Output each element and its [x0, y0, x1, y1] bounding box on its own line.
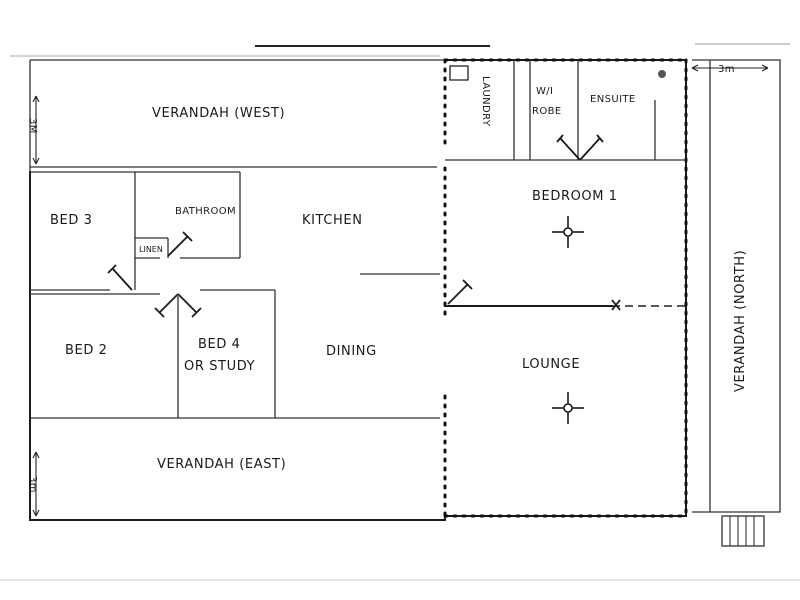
label-bathroom: BATHROOM: [175, 206, 236, 217]
label-verandah-north: VERANDAH (NORTH): [733, 250, 748, 392]
ceiling-fan-lounge: [552, 392, 584, 424]
ensuite-fixture: [658, 70, 666, 78]
label-linen: LINEN: [139, 245, 163, 254]
dimension-label-left-top: 3M: [27, 118, 38, 134]
label-ensuite: ENSUITE: [590, 94, 636, 105]
interior-walls: [30, 60, 686, 418]
label-wi-robe-line2: ROBE: [532, 106, 562, 117]
label-verandah-west: VERANDAH (WEST): [152, 106, 285, 121]
label-laundry: LAUNDRY: [480, 76, 491, 127]
label-bed2: BED 2: [65, 343, 108, 358]
ceiling-fan-bedroom1: [552, 216, 584, 248]
outer-wall: [29, 59, 687, 521]
dimension-labels: 3m 3M 3m: [27, 64, 735, 493]
laundry-tub: [449, 65, 469, 81]
dimension-label-left-bottom: 3m: [27, 476, 38, 493]
scan-artifacts: [0, 43, 800, 581]
label-lounge: LOUNGE: [522, 357, 580, 372]
label-verandah-east: VERANDAH (EAST): [157, 457, 286, 472]
dotted-walls: [443, 58, 688, 518]
label-bed4-line2: OR STUDY: [184, 359, 255, 374]
label-bed3: BED 3: [50, 213, 93, 228]
steps: [721, 515, 765, 547]
door-bed2-bed4: [154, 293, 202, 318]
doors: [107, 134, 621, 318]
label-bed4-line1: BED 4: [198, 337, 241, 352]
label-dining: DINING: [326, 344, 377, 359]
outer-walls: [29, 59, 781, 521]
room-labels: VERANDAH (WEST) LAUNDRY W/I ROBE ENSUITE…: [50, 76, 748, 472]
label-kitchen: KITCHEN: [302, 213, 363, 228]
verandah-north-outline: [692, 59, 781, 513]
door-bed3: [107, 264, 133, 291]
dimension-marks: [32, 64, 769, 517]
label-bedroom1: BEDROOM 1: [532, 189, 618, 204]
door-bathroom: [167, 231, 193, 257]
label-wi-robe-line1: W/I: [536, 86, 553, 97]
dimension-label-top-right: 3m: [718, 64, 735, 75]
door-lounge-corner: [611, 299, 621, 311]
door-ensuite: [556, 134, 604, 161]
door-bedroom1: [447, 279, 473, 305]
